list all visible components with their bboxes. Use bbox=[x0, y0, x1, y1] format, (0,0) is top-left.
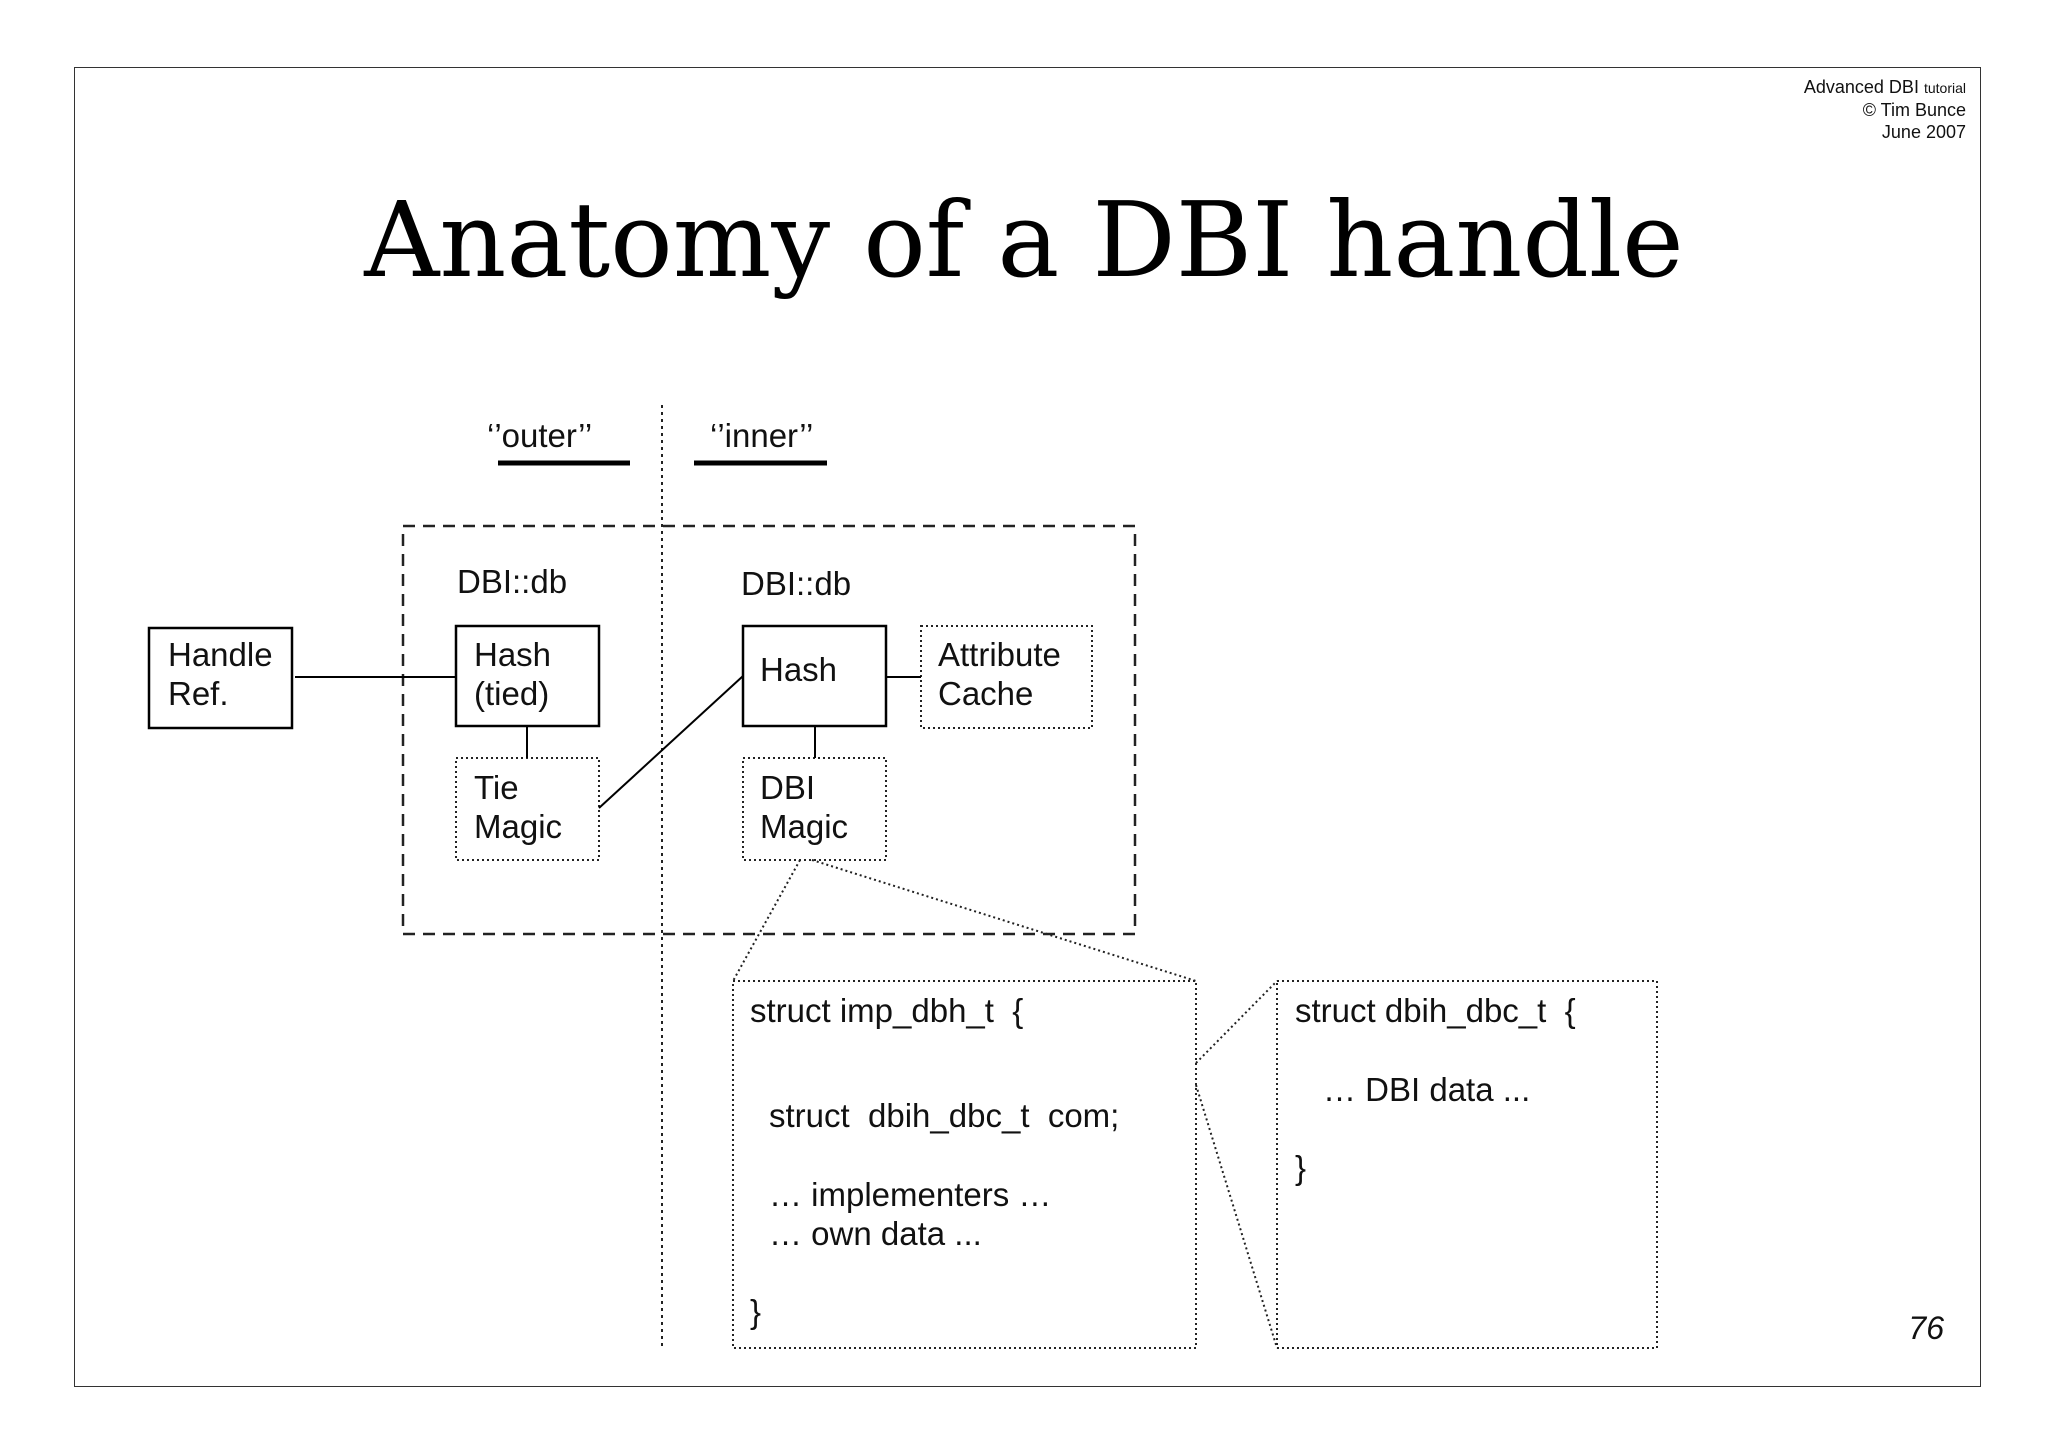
hash-inner-label: Hash bbox=[760, 651, 838, 688]
struct-imp-impl-line-1: … implementers … bbox=[769, 1176, 1052, 1213]
dbi-magic-label-2: Magic bbox=[760, 808, 849, 845]
struct-dbih-dbc-box bbox=[1276, 980, 1658, 1349]
struct-dbih-header: struct dbih_dbc_t { bbox=[1295, 992, 1576, 1029]
tie-magic-label-1: Tie bbox=[474, 769, 519, 806]
handle-ref-label-2: Ref. bbox=[168, 675, 229, 712]
handle-ref-label-1: Handle bbox=[168, 636, 273, 673]
outer-class-label: DBI::db bbox=[457, 563, 568, 600]
struct-imp-header: struct imp_dbh_t { bbox=[750, 992, 1024, 1029]
tie-magic-label-2: Magic bbox=[474, 808, 563, 845]
zoom-line-com-top bbox=[1195, 980, 1278, 1064]
outer-label: ‘’outer’’ bbox=[487, 417, 593, 454]
handle-ref-box bbox=[147, 626, 294, 730]
slide-date: June 2007 bbox=[1881, 122, 1966, 142]
hash-tied-label-1: Hash bbox=[474, 636, 552, 673]
struct-imp-impl-line-2: … own data ... bbox=[769, 1215, 982, 1252]
inner-label: ‘’inner’’ bbox=[710, 417, 814, 454]
header-meta: Advanced DBI tutorial © Tim Bunce June 2… bbox=[1804, 76, 1966, 143]
slide-frame bbox=[74, 67, 1981, 1387]
struct-dbih-data-line: … DBI data ... bbox=[1323, 1071, 1531, 1108]
course-title: Advanced DBI bbox=[1803, 77, 1919, 97]
author-credit: © Tim Bunce bbox=[1862, 100, 1966, 120]
inner-class-label: DBI::db bbox=[741, 565, 852, 602]
attribute-cache-box bbox=[920, 625, 1093, 729]
struct-imp-com-line: struct dbih_dbc_t com; bbox=[769, 1097, 1120, 1134]
course-title-suffix: tutorial bbox=[1923, 80, 1966, 96]
zoom-line-com-bottom bbox=[1195, 1084, 1278, 1349]
zoom-line-dbi-magic-right bbox=[811, 859, 1197, 982]
page-number: 76 bbox=[1908, 1310, 1944, 1346]
zoom-line-dbi-magic-left bbox=[732, 859, 801, 982]
dbi-magic-box bbox=[742, 757, 887, 861]
attribute-cache-label-2: Cache bbox=[938, 675, 1034, 712]
hash-tied-label-2: (tied) bbox=[474, 675, 550, 712]
struct-dbih-close: } bbox=[1295, 1149, 1307, 1186]
handle-container bbox=[401, 524, 1137, 936]
dbi-magic-label-1: DBI bbox=[760, 769, 816, 806]
attribute-cache-label-1: Attribute bbox=[938, 636, 1061, 673]
struct-imp-close: } bbox=[750, 1293, 762, 1330]
tie-magic-to-inner-hash-connector bbox=[598, 675, 744, 809]
slide-title: Anatomy of a DBI handle bbox=[364, 179, 1684, 301]
struct-imp-dbh-box bbox=[732, 980, 1197, 1349]
